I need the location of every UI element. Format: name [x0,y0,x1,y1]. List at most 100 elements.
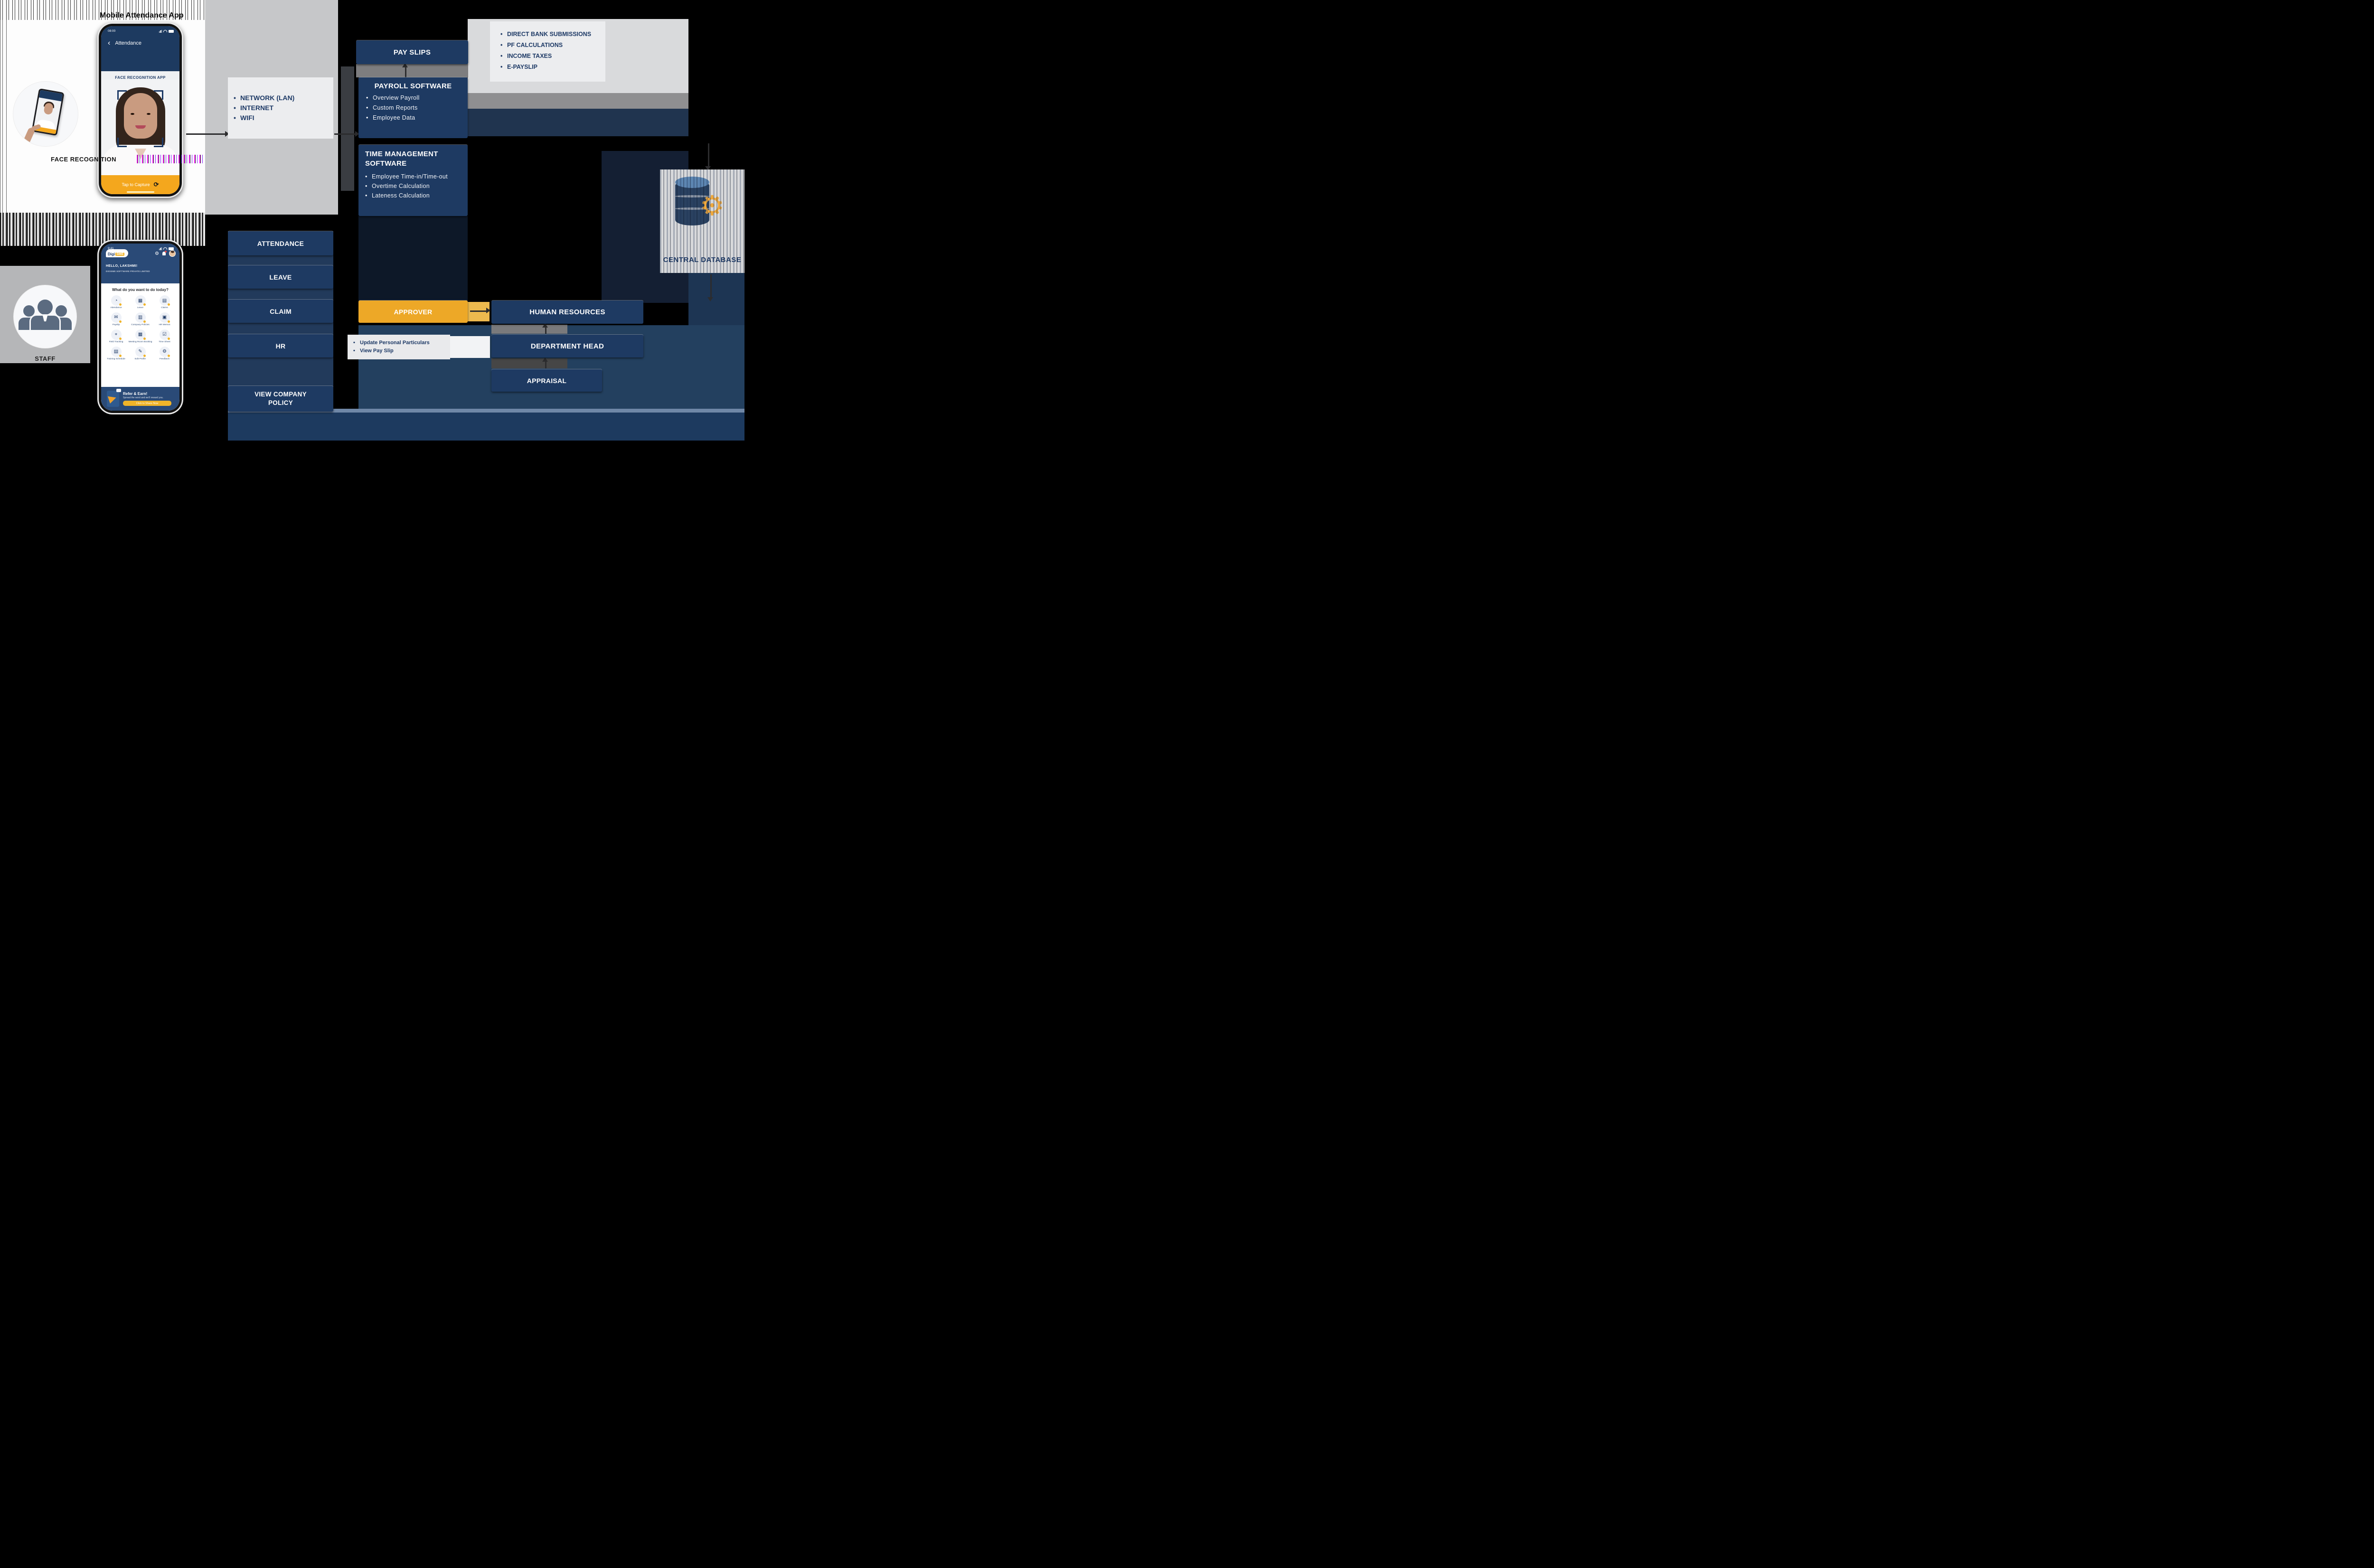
status-time: 9:41 [108,247,114,250]
app-claims[interactable]: ▤Claims [152,295,177,310]
company-name: DIGISME SOFTWARE PRIVATE LIMITED [106,270,150,272]
status-icons [159,29,174,33]
menu-human-resources: HUMAN RESOURCES [491,300,643,324]
notification-bell-icon[interactable] [162,251,167,255]
person-pencil-icon: ✎ [135,346,146,357]
network-item: INTERNET [234,103,294,113]
bottom-navy-bar [228,413,744,441]
time-management-box: TIME MANAGEMENT SOFTWARE Employee Time-i… [358,145,468,216]
connector-approver-hr [470,310,487,312]
app-attendance[interactable]: ◔Attendance [104,295,128,310]
glitch-overlay [660,169,744,273]
menu-department-head: DEPARTMENT HEAD [491,335,643,357]
app-field-tracking[interactable]: ⌖Field Tracking [104,329,128,344]
clipboard-clock-icon: ▤ [111,346,122,357]
app-leave[interactable]: ▦Leave [128,295,152,310]
output-item: INCOME TAXES [500,51,605,62]
screen-title: Attendance [115,40,141,46]
app-training-schedule[interactable]: ▤Training Schedule [104,346,128,361]
settings-gear-icon[interactable]: ⚙ [155,251,159,256]
circle2-caption: STAFF [35,355,56,362]
network-item: WIFI [234,113,294,123]
page-title: Mobile Attendance App [100,11,184,19]
refresh-icon[interactable]: ⟳ [153,181,159,188]
claims-doc-icon: ▤ [159,295,170,306]
glitch-stripes-top [0,0,205,20]
network-box: NETWORK (LAN) INTERNET WIFI [228,77,333,139]
menu-appraisal: APPRAISAL [491,369,602,392]
menu-claim: CLAIM [228,300,333,323]
payroll-item: Overview Payroll [366,93,420,103]
viewfinder-bracket [117,90,127,100]
central-database-panel: ⚙ CENTRAL DATABASE [660,169,744,273]
status-icons [159,247,174,250]
output-item: DIRECT BANK SUBMISSIONS [500,29,605,40]
connector-phone-network [186,133,226,135]
network-item: NETWORK (LAN) [234,93,294,103]
time-management-title: TIME MANAGEMENT SOFTWARE [365,150,438,168]
checklist-icon: ☑ [159,329,170,340]
payroll-outputs-box: DIRECT BANK SUBMISSIONS PF CALCULATIONS … [490,21,605,82]
payroll-title: PAYROLL SOFTWARE [374,82,452,90]
home-indicator [126,191,154,193]
connector-appraisal-depthead [545,361,546,368]
employee-action: Update Personal Particulars [353,339,450,347]
time-item: Employee Time-in/Time-out [365,172,448,181]
dark-connector-bar [341,66,354,191]
gear-thumb-icon: ⚙ [159,346,170,357]
menu-attendance: ATTENDANCE [228,231,333,255]
output-item: E-PAYSLIP [500,62,605,73]
refer-subtitle: Spread the word and we'll reward you. [123,396,163,399]
pay-slips-box: PAY SLIPS [356,40,468,64]
policy-shield-icon: ▥ [135,312,146,323]
connector-db-in [708,143,709,167]
profile-avatar[interactable] [169,250,176,257]
app-company-policies[interactable]: ▥Company Policies [128,312,152,327]
employee-actions-box: Update Personal Particulars View Pay Sli… [348,335,450,359]
back-icon[interactable]: ‹ [108,39,111,47]
megaphone-icon [107,389,121,407]
app-grid: ◔Attendance ▦Leave ▤Claims ✉Payslip ▥Com… [101,292,179,361]
phone1-header: 08:00 ‹ Attendance [101,26,179,71]
employee-action: View Pay Slip [353,347,450,355]
menu-view-company-policy: VIEW COMPANY POLICY [228,386,333,412]
connector-payroll-payslips [405,67,406,77]
connector-network-payroll [334,133,356,135]
wifi-icon [163,30,167,32]
menu-leave: LEAVE [228,265,333,289]
glitch-stripes-left [0,20,8,215]
phone-attendance-mockup: 08:00 ‹ Attendance FACE RECOGNITION APP [97,22,183,198]
gear-icon: ⚙ [700,192,725,220]
greeting-text: HELLO, LAKSHMI! [106,264,138,268]
tap-to-capture-button[interactable]: Tap to Capture ⟳ [101,175,179,194]
app-time-sheet[interactable]: ☑Time Sheet [152,329,177,344]
share-now-button[interactable]: Click to Share Now [123,401,171,406]
app-edit-profile[interactable]: ✎Edit Profile [128,346,152,361]
approver-box: APPROVER [358,300,468,323]
portrait-face [123,93,157,139]
calendar-icon: ▦ [135,295,146,306]
memo-notes-icon: ▣ [159,312,170,323]
staff-icon-circle [14,285,76,348]
bottom-steel-divider [228,409,744,413]
app-hr-memos[interactable]: ▣HR Memos [152,312,177,327]
time-item: Lateness Calculation [365,191,448,200]
refer-earn-banner: Refer & Earn! Spread the word and we'll … [101,387,179,411]
payroll-item: Custom Reports [366,103,420,113]
time-item: Overtime Calculation [365,181,448,191]
person-icon [38,300,53,315]
central-database-label: CENTRAL DATABASE [660,255,744,266]
app-meeting-room[interactable]: ▦Meeting Room Booking [128,329,152,344]
app-feedback[interactable]: ⚙Feedback [152,346,177,361]
glitch-magenta [137,155,204,163]
app-payslip[interactable]: ✉Payslip [104,312,128,327]
circle1-caption: FACE RECOGNITION [50,156,116,163]
payroll-item: Employee Data [366,113,420,123]
connector-depthead-hr [545,327,546,334]
digisme-logo: Digi SME [106,251,127,257]
menu-hr: HR [228,334,333,357]
diagram-canvas: Mobile Attendance App 08:00 ‹ At [0,0,744,441]
phone2-header: 9:41 Digi SME ⚙ [101,244,179,283]
envelope-icon: ✉ [111,312,122,323]
database-icon [675,177,709,225]
